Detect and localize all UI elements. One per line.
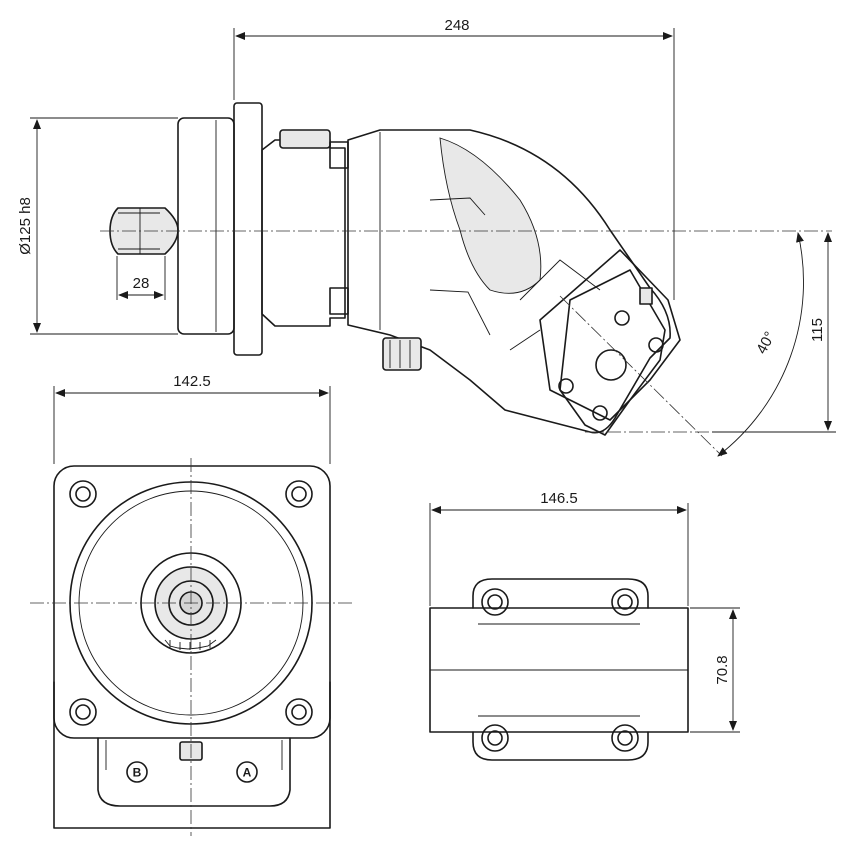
port-flange-bolt-hole xyxy=(481,724,509,752)
port-flange-view xyxy=(429,578,689,761)
dim-angle-label: 40° xyxy=(753,329,779,357)
flange-bolt-hole xyxy=(69,480,97,508)
flange-bolt-hole xyxy=(285,480,313,508)
port-a-label: A xyxy=(243,766,252,780)
dim-70-8-label: 70.8 xyxy=(714,655,731,684)
flange-bolt-hole xyxy=(285,698,313,726)
dim-142-5-label: 142.5 xyxy=(173,373,211,390)
port-bolt-hole xyxy=(592,405,608,421)
pilot-diameter xyxy=(177,117,235,335)
dim-115-label: 115 xyxy=(809,318,826,342)
port-bolt-hole xyxy=(648,337,664,353)
port-flange-bottom-lug xyxy=(472,731,649,761)
dim-28-label: 28 xyxy=(133,275,150,292)
mounting-flange xyxy=(233,102,263,356)
port-flange-bolt-hole xyxy=(611,724,639,752)
motor-body xyxy=(347,129,671,434)
front-flange-square xyxy=(53,465,331,739)
front-lower-body xyxy=(53,681,331,829)
dim-front-width: 142.5 xyxy=(53,373,331,464)
dim-port-flange-width: 146.5 xyxy=(429,490,689,606)
drain-plug xyxy=(382,337,422,371)
dim-angle: 40° xyxy=(717,232,804,457)
port-flange-bolt-hole xyxy=(481,588,509,616)
dim-overall-length: 248 xyxy=(233,17,675,300)
port-head-angled xyxy=(539,249,681,436)
dim-shaft-length: 28 xyxy=(116,256,166,300)
side-view xyxy=(100,102,832,457)
port-bolt-hole xyxy=(558,378,574,394)
dim-port-height: 115 xyxy=(712,232,836,433)
front-view: B A xyxy=(30,458,352,836)
port-b-circle xyxy=(126,761,148,783)
dim-146-5-label: 146.5 xyxy=(540,490,578,507)
port-bolt-hole xyxy=(614,310,630,326)
dim-248-label: 248 xyxy=(444,17,469,34)
dim-flange-diameter: Ø125 h8 xyxy=(17,117,178,335)
port-flange-bolt-hole xyxy=(611,588,639,616)
port-opening xyxy=(595,349,627,381)
dim-diameter-label: Ø125 h8 xyxy=(17,197,34,255)
dim-port-flange-height: 70.8 xyxy=(690,607,740,733)
port-a-circle xyxy=(236,761,258,783)
port-b-label: B xyxy=(133,766,142,780)
flange-bolt-hole xyxy=(69,698,97,726)
port-flange-top-lug xyxy=(472,578,649,609)
